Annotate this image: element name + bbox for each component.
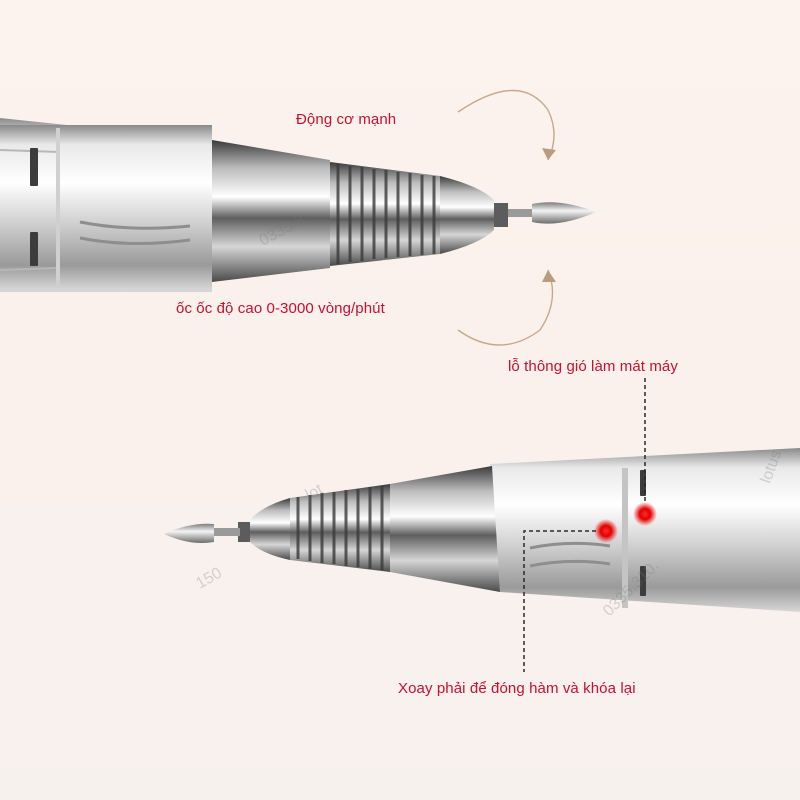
- threaded-collet-top: [330, 162, 440, 266]
- bit-top: [532, 202, 596, 224]
- nose-cone-bottom: [390, 466, 500, 592]
- handpiece-bottom: [164, 448, 800, 612]
- handpiece-top: [0, 118, 596, 292]
- barrel-bottom: [490, 448, 800, 612]
- threaded-collet-bottom: [290, 484, 390, 572]
- leader-lines: [523, 378, 646, 672]
- indicator-dot-collar: [594, 519, 618, 543]
- rotation-arrow: [457, 89, 556, 346]
- motor-label: Động cơ mạnh: [296, 111, 397, 128]
- nose-cone-top: [212, 140, 330, 282]
- speed-label: ốc ốc độ cao 0-3000 vòng/phút: [176, 300, 385, 317]
- vent-label: lỗ thông gió làm mát máy: [508, 358, 678, 375]
- bit-bottom: [164, 523, 214, 543]
- twist-lock-label: Xoay phải để đóng hàm và khóa lại: [398, 680, 636, 697]
- indicator-dot-vent: [633, 502, 657, 526]
